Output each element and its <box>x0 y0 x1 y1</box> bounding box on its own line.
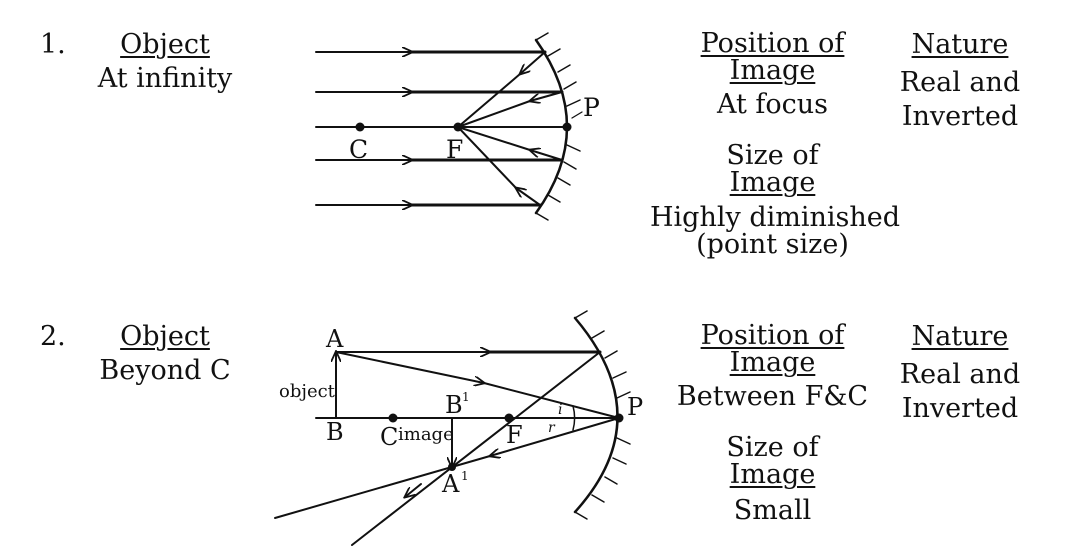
case-1-nature-value-line1: Real and <box>899 67 1021 98</box>
diagram-2-point-p <box>614 413 624 423</box>
diagram-1-p-leader <box>571 111 583 119</box>
case-2-position-heading-line1: Position of <box>700 320 845 351</box>
case-1-size-value-line1: Highly diminished <box>650 202 901 233</box>
case-2-size-value: Small <box>733 495 812 526</box>
diagram-1-point-p <box>562 122 572 132</box>
case-1-nature-value-line2: Inverted <box>901 101 1019 132</box>
diagram-2-label-object: object <box>279 381 336 402</box>
case-1-object-position: At infinity <box>97 63 233 94</box>
case-2-nature-value-line2: Inverted <box>901 393 1019 424</box>
case-1-size-heading-line1: Size of <box>726 140 819 171</box>
case-2-nature-column: Nature Real and Inverted <box>895 322 1025 426</box>
case-2-object-column: Object Beyond C <box>90 322 240 386</box>
case-2-object-position: Beyond C <box>99 355 231 386</box>
case-2-image-column: Position of Image Between F&C Size of Im… <box>650 322 895 526</box>
case-2-number: 2. <box>40 321 66 352</box>
diagram-2-label-f: F <box>506 421 523 449</box>
case-2-nature-value-line1: Real and <box>899 359 1021 390</box>
case-1-number: 1. <box>40 29 66 60</box>
diagram-1-point-c <box>355 122 365 132</box>
case-1-position-value: At focus <box>716 89 829 120</box>
case-1-size-heading-line2: Image <box>729 167 816 198</box>
diagram-2-point-a-prime <box>448 463 456 471</box>
diagram-1-label-f: F <box>446 135 463 164</box>
diagram-2-label-p: P <box>627 393 643 421</box>
diagram-2-label-b-prime-mark: 1 <box>462 390 470 404</box>
diagram-2-label-a-prime: A <box>441 470 460 498</box>
diagram-1-label-p: P <box>583 93 600 122</box>
diagram-2 <box>274 310 631 546</box>
case-1-position-heading-line2: Image <box>729 55 816 86</box>
case-1-object-column: Object At infinity <box>90 30 240 94</box>
case-1-nature-column: Nature Real and Inverted <box>895 30 1025 134</box>
diagram-1-point-f <box>453 122 463 132</box>
diagram-2-label-b-prime: B <box>445 391 463 419</box>
diagram-2-angle-arc <box>572 405 576 431</box>
diagram-2-label-c: C <box>380 423 398 451</box>
case-1-image-column: Position of Image At focus Size of Image… <box>650 28 901 260</box>
diagram-2-point-c <box>388 413 398 423</box>
diagram-2-mirror-hatching <box>574 310 631 520</box>
diagram-2-label-angle-i: i <box>558 402 562 418</box>
case-1-object-heading: Object <box>120 29 210 60</box>
case-2-size-heading-line2: Image <box>729 459 816 490</box>
case-2-position-heading-line2: Image <box>729 347 816 378</box>
diagram-2-point-f <box>504 413 514 423</box>
diagram-2-label-angle-r: r <box>548 420 556 436</box>
diagram-1-incident-rays <box>315 52 564 205</box>
diagram-1 <box>315 32 583 221</box>
case-1-nature-heading: Nature <box>911 29 1009 60</box>
diagram-1-mirror-hatching <box>535 32 581 221</box>
diagram-2-label-a-prime-mark: 1 <box>461 469 469 483</box>
case-2-position-value: Between F&C <box>676 381 869 412</box>
diagram-1-label-c: C <box>349 135 368 164</box>
case-1-position-heading-line1: Position of <box>700 28 845 59</box>
case-2-nature-heading: Nature <box>911 321 1009 352</box>
diagram-2-label-a: A <box>325 325 344 353</box>
case-1-size-value-line2: (point size) <box>696 229 849 260</box>
case-2-size-heading-line1: Size of <box>726 432 819 463</box>
diagram-1-reflected-rays <box>457 51 563 206</box>
diagram-2-label-image: image <box>398 424 454 445</box>
diagram-2-label-b: B <box>326 418 344 446</box>
case-2-object-heading: Object <box>120 321 210 352</box>
